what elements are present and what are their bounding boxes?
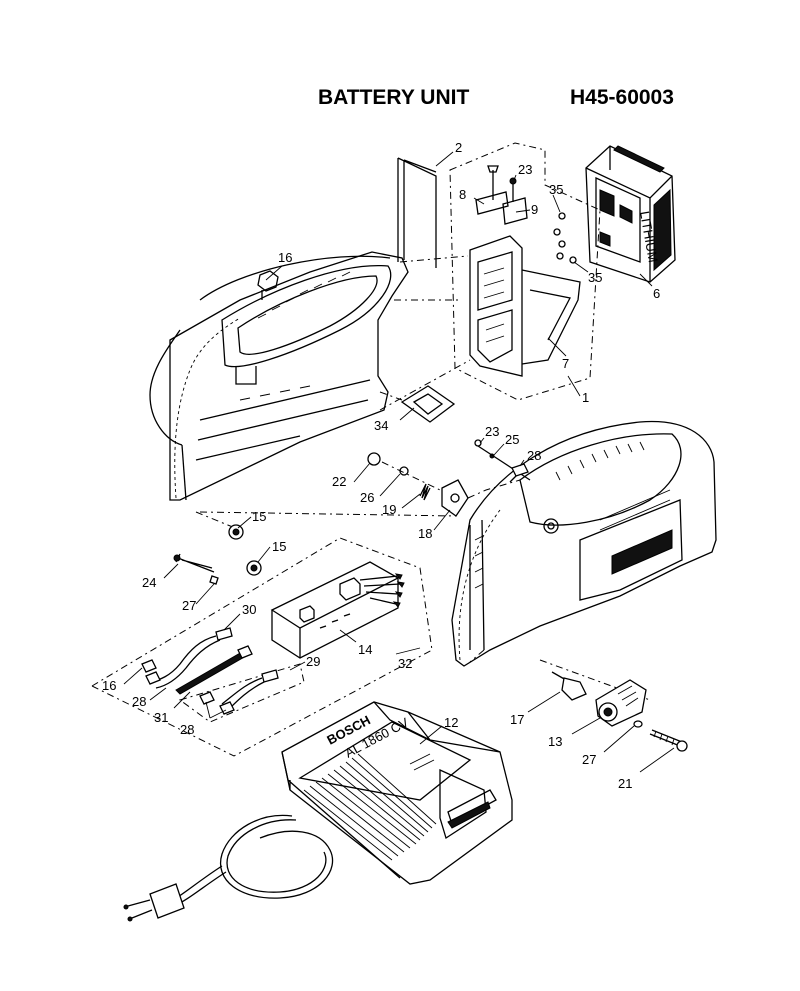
callout-labels: 1 2 6 7 8 9 12 13 14 15 15 16 16 17 18 1… — [102, 140, 660, 791]
part-29-group-outline — [178, 663, 305, 723]
gasket-assembly-line — [379, 391, 403, 401]
housing-left-half — [149, 251, 409, 501]
part-24-screw — [173, 553, 215, 573]
charger-plug-icon — [123, 904, 133, 922]
part-number: H45-60003 — [570, 86, 674, 109]
small-parts-23-25-28 — [474, 439, 531, 483]
part-14-circuit-board — [270, 561, 405, 659]
callout-2: 2 — [455, 140, 462, 155]
part-15-grommet-a — [228, 524, 244, 540]
screws-35 — [553, 212, 577, 264]
part-19-spring — [419, 483, 431, 501]
callout-18: 18 — [418, 526, 432, 541]
part-16-connector-bottom — [145, 671, 161, 685]
part-32-group-outline — [90, 537, 433, 757]
part-15-grommet-b — [246, 560, 262, 576]
callout-27-a: 27 — [182, 598, 196, 613]
part-34-gasket — [400, 385, 456, 423]
diagram-title: BATTERY UNIT — [318, 86, 469, 109]
assembly-line-left — [379, 255, 471, 411]
callout-12: 12 — [444, 715, 458, 730]
callout-30: 30 — [242, 602, 256, 617]
callout-27-b: 27 — [582, 752, 596, 767]
callout-14: 14 — [358, 642, 372, 657]
callout-6: 6 — [653, 286, 660, 301]
screw-8 — [475, 165, 509, 215]
callout-17: 17 — [510, 712, 524, 727]
callout-28-c: 28 — [180, 722, 194, 737]
callout-23-a: 23 — [518, 162, 532, 177]
callout-16-a: 16 — [278, 250, 292, 265]
callout-31: 31 — [154, 710, 168, 725]
part-1-group-outline — [449, 142, 601, 401]
callout-24: 24 — [142, 575, 156, 590]
callout-23-b: 23 — [485, 424, 499, 439]
part-13-knob — [595, 679, 647, 727]
part-2-rod — [397, 157, 437, 268]
part-18-bushing — [441, 479, 469, 517]
part-21-screw — [649, 729, 688, 752]
callout-13: 13 — [548, 734, 562, 749]
fastener-assembly-line — [195, 461, 521, 531]
callout-8: 8 — [459, 187, 466, 202]
callout-15-a: 15 — [252, 509, 266, 524]
callout-19: 19 — [382, 502, 396, 517]
callout-32: 32 — [398, 656, 412, 671]
leader-lines — [123, 151, 675, 773]
callout-28-b: 28 — [132, 694, 146, 709]
part-22-nut — [367, 452, 381, 466]
part-27-pin-left — [209, 575, 219, 585]
callout-35-a: 35 — [549, 182, 563, 197]
part-7-battery-holder — [469, 235, 581, 377]
callout-1: 1 — [582, 390, 589, 405]
callout-7: 7 — [562, 356, 569, 371]
callout-25: 25 — [505, 432, 519, 447]
callout-22: 22 — [332, 474, 346, 489]
callout-26: 26 — [360, 490, 374, 505]
part-12-charger: BOSCH AL 1860 CV — [281, 701, 513, 885]
screw-23-top — [502, 177, 528, 225]
part-6-battery-pack: LITHIUM — [585, 145, 676, 283]
callout-16-b: 16 — [102, 678, 116, 693]
callout-34: 34 — [374, 418, 388, 433]
part-27-pin-right — [633, 720, 643, 728]
callout-28-a: 28 — [527, 448, 541, 463]
fastener-line-2 — [199, 511, 457, 517]
callout-9: 9 — [531, 202, 538, 217]
callout-35-b: 35 — [588, 270, 602, 285]
part-31-cable — [175, 645, 253, 695]
callout-21: 21 — [618, 776, 632, 791]
part-29-harness — [199, 669, 279, 715]
charger-power-cord — [127, 814, 334, 919]
part-17-shaft — [551, 671, 587, 701]
callout-29: 29 — [306, 654, 320, 669]
callout-15-b: 15 — [272, 539, 286, 554]
